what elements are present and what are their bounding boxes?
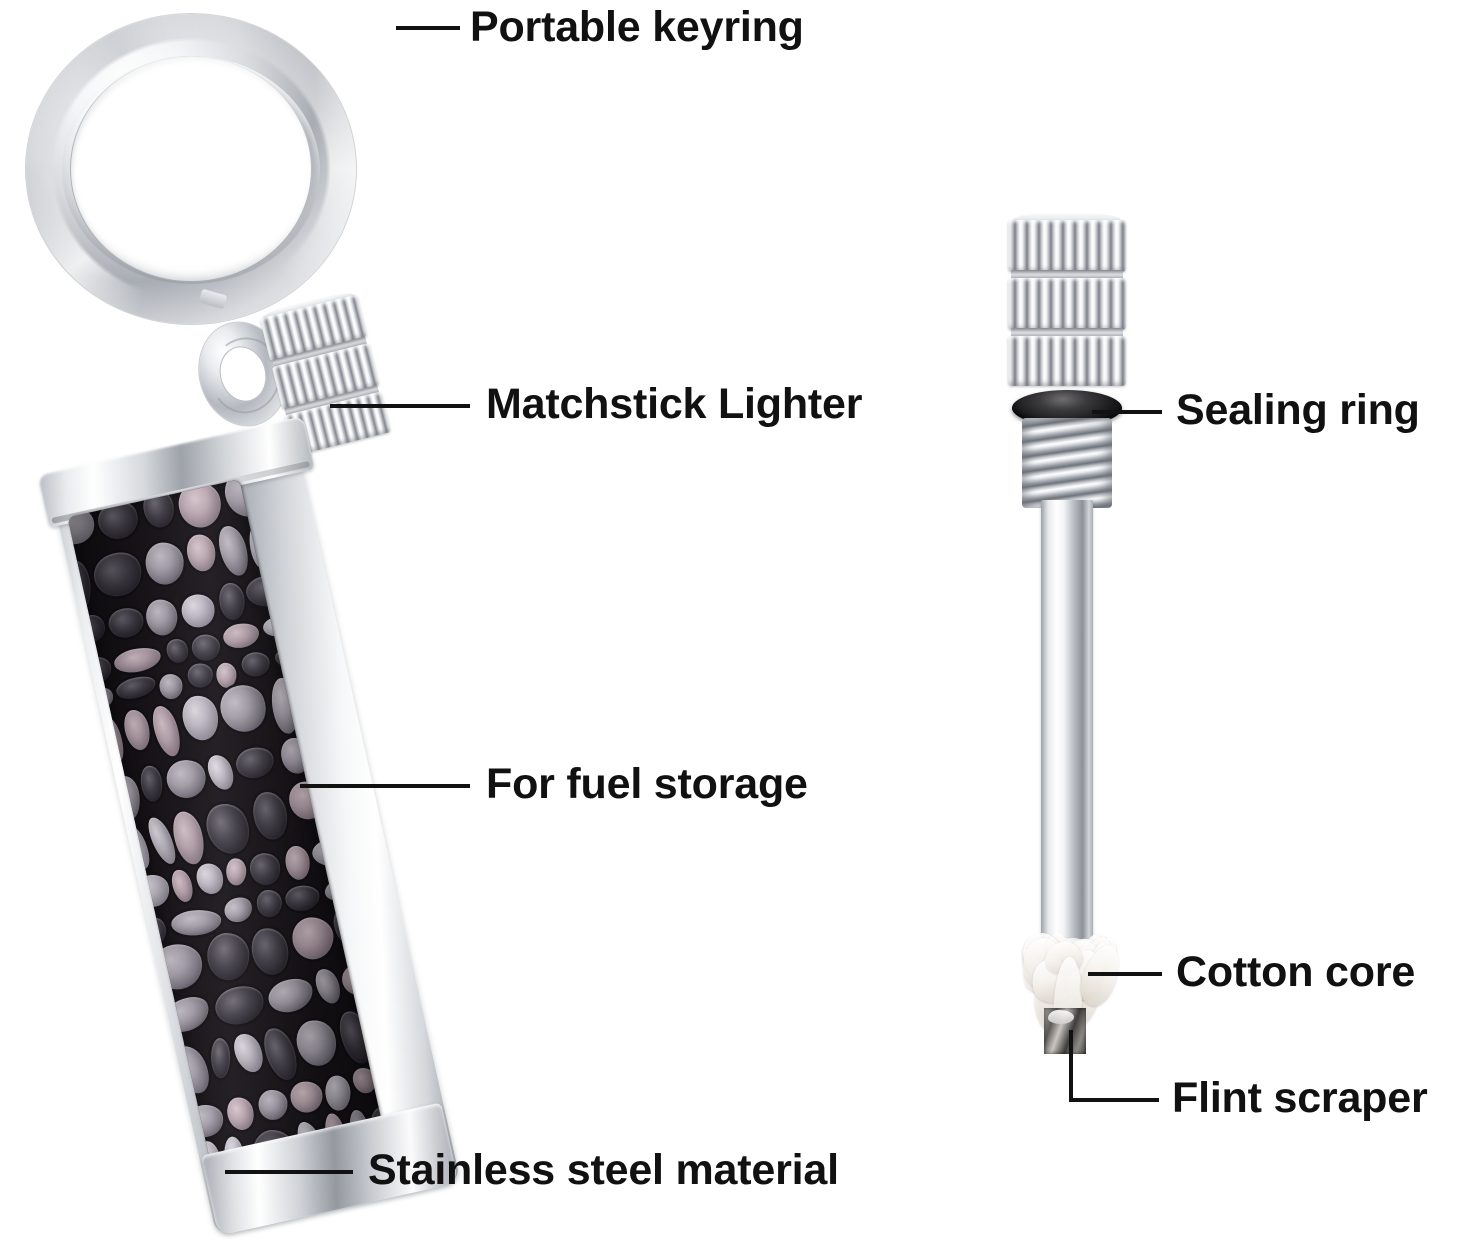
right-assembly-matchstick-rod [960, 0, 1220, 1251]
crocodile-cell [87, 545, 148, 604]
crocodile-cell [178, 590, 219, 631]
leader-line-portable-keyring [396, 26, 460, 30]
crocodile-cell [143, 596, 180, 638]
crocodile-cell [203, 750, 239, 793]
crocodile-cell [105, 604, 147, 642]
keyring-inner-shading [62, 56, 320, 284]
stainless-steel-rod [1041, 500, 1093, 940]
crocodile-cell [264, 973, 318, 1018]
leader-line-stainless-steel-material [225, 1170, 353, 1174]
crocodile-cell [214, 523, 254, 580]
left-assembly-assembled-lighter [0, 0, 470, 1251]
crocodile-cell [228, 1029, 268, 1077]
leader-line-sealing-ring [1092, 410, 1162, 414]
crocodile-cell [257, 1023, 302, 1084]
callout-portable-keyring: Portable keyring [470, 3, 804, 51]
crocodile-cell [139, 764, 165, 803]
crocodile-cell [256, 890, 282, 918]
rod-cap-knurl-band-1 [1008, 220, 1126, 272]
crocodile-cell [233, 743, 278, 783]
crocodile-cell [283, 844, 313, 882]
crocodile-cell [225, 857, 246, 886]
crocodile-cell [163, 635, 191, 665]
crocodile-cell [120, 706, 154, 753]
crocodile-cell [246, 849, 285, 888]
crocodile-cell [162, 755, 211, 803]
crocodile-cell [206, 932, 250, 982]
crocodile-cell [291, 916, 334, 960]
crocodile-cell [184, 531, 219, 574]
crocodile-cell [211, 1037, 231, 1079]
crocodile-cell [158, 673, 184, 701]
flint-scraper-tip [1044, 1008, 1086, 1054]
crocodile-cell [213, 678, 273, 740]
crocodile-cell [168, 867, 197, 905]
crocodile-cell [192, 859, 228, 898]
crocodile-cell [324, 1074, 352, 1111]
crocodile-cell [221, 620, 262, 651]
screw-thread-section [1022, 418, 1112, 508]
crocodile-cell [148, 702, 186, 759]
crocodile-cell [247, 924, 294, 980]
crocodile-cell [288, 1079, 325, 1115]
crocodile-cell [291, 1015, 341, 1070]
rod-cap-groove-1 [1011, 270, 1123, 280]
crocodile-cell [211, 980, 269, 1031]
crocodile-cell [217, 581, 247, 621]
lighter-body [13, 403, 508, 1255]
crocodile-cell [199, 797, 257, 860]
callout-flint-scraper: Flint scraper [1172, 1074, 1428, 1122]
crocodile-cell [258, 1088, 289, 1121]
callout-cotton-core: Cotton core [1176, 948, 1416, 996]
crocodile-cell [112, 644, 163, 676]
leader-line-flint-scraper-horizontal [1069, 1098, 1159, 1102]
leader-line-for-fuel-storage [300, 784, 470, 788]
crocodile-cell [239, 649, 271, 678]
crocodile-cell [144, 540, 186, 585]
rod-cap [1008, 212, 1126, 396]
rod-cap-knurl-band-3 [1008, 336, 1126, 386]
rod-cap-groove-2 [1011, 328, 1123, 338]
leader-line-matchstick-lighter [330, 404, 470, 408]
rod-cap-knurl-band-2 [1008, 278, 1126, 330]
crocodile-cell [170, 907, 223, 938]
callout-matchstick-lighter: Matchstick Lighter [486, 380, 863, 428]
crocodile-cell [283, 882, 321, 913]
crocodile-cell [249, 789, 291, 843]
callout-stainless-steel-material: Stainless steel material [368, 1146, 839, 1194]
crocodile-cell [114, 673, 158, 703]
crocodile-cell [215, 661, 238, 689]
crocodile-cell [221, 893, 257, 927]
crocodile-cell [186, 661, 215, 689]
leader-line-cotton-core [1088, 972, 1162, 976]
crocodile-cell [191, 633, 221, 662]
crocodile-cell [224, 1094, 258, 1133]
callout-for-fuel-storage: For fuel storage [486, 760, 808, 808]
crocodile-cell [311, 965, 345, 1008]
leader-line-flint-scraper-vertical [1069, 1030, 1073, 1102]
crocodile-cell [178, 692, 223, 744]
callout-sealing-ring: Sealing ring [1176, 386, 1420, 434]
